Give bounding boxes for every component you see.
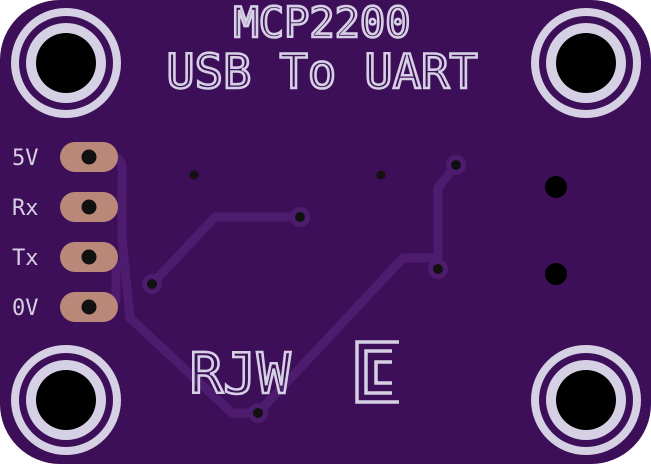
via	[290, 207, 310, 227]
mounting-hole-icon	[531, 8, 641, 118]
mounting-hole-icon	[531, 345, 641, 455]
board-title-line1: MCP2200	[233, 0, 410, 47]
author-initials: RJW	[189, 342, 290, 407]
mounting-hole-icon	[11, 345, 121, 455]
via	[142, 274, 162, 294]
mounting-holes	[11, 8, 641, 455]
pad-rx	[60, 192, 118, 222]
via	[376, 170, 386, 180]
pad-5v	[60, 142, 118, 172]
logo-mark-icon	[355, 340, 399, 404]
pin-label-5v: 5V	[12, 146, 39, 171]
usb-connector-holes	[545, 176, 567, 285]
pin-label-tx: Tx	[12, 246, 39, 271]
header-pads	[60, 142, 118, 322]
pin-label-0v: 0V	[12, 296, 39, 321]
via	[248, 403, 268, 423]
pin-labels: 5V Rx Tx 0V	[12, 146, 39, 321]
via	[189, 170, 199, 180]
via	[428, 259, 448, 279]
trace-tx-via	[147, 212, 305, 289]
pad-tx	[60, 242, 118, 272]
via	[446, 155, 466, 175]
board-title-line2: USB To UART	[166, 45, 477, 100]
pad-0v	[60, 292, 118, 322]
vias	[142, 155, 466, 423]
mounting-hole-icon	[11, 8, 121, 118]
pin-label-rx: Rx	[12, 196, 39, 221]
